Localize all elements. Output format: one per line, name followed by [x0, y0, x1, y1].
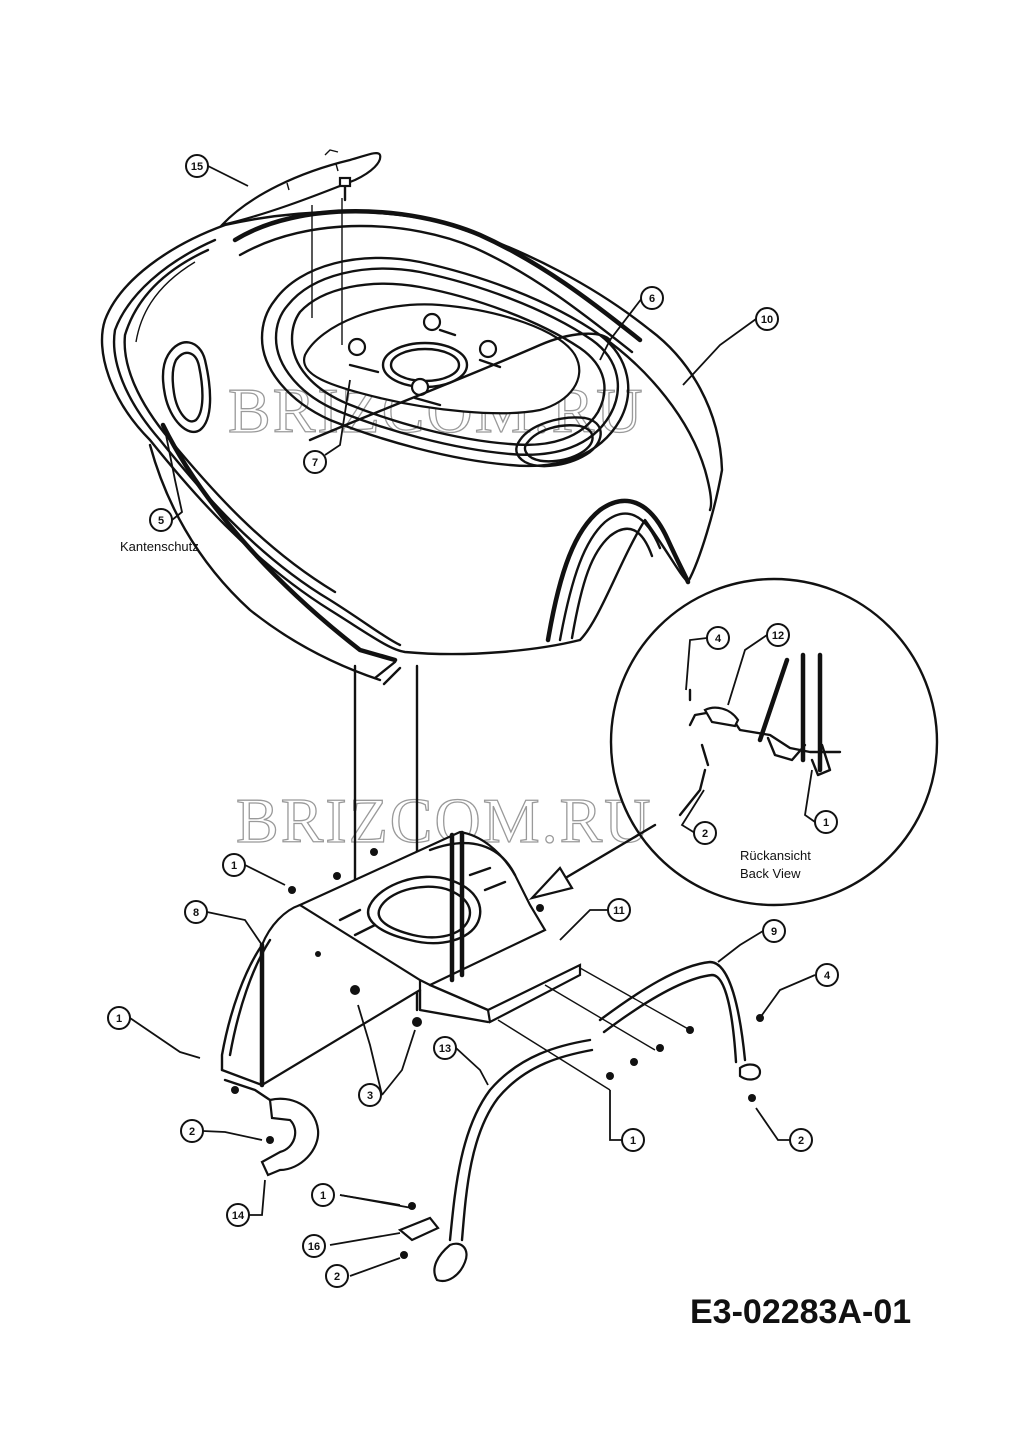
handle-rear-left	[223, 1078, 320, 1177]
svg-text:2: 2	[189, 1126, 195, 1138]
svg-text:4: 4	[715, 633, 722, 645]
callout-1-bottom-right: 1	[621, 1128, 645, 1152]
handle-front-rail	[397, 1038, 594, 1283]
callout-5: 5	[149, 508, 173, 532]
rear-view-label-en: Back View	[740, 866, 801, 881]
svg-text:8: 8	[193, 907, 199, 919]
callout-1-frame-top: 1	[222, 853, 246, 877]
svg-text:5: 5	[158, 515, 164, 527]
callout-2-detail: 2	[693, 821, 717, 845]
svg-text:7: 7	[312, 457, 318, 469]
callout-4-right: 4	[815, 963, 839, 987]
callout-15-top: 15	[185, 154, 209, 178]
callout-4-detail: 4	[706, 626, 730, 650]
svg-text:13: 13	[439, 1043, 451, 1055]
svg-text:9: 9	[771, 926, 777, 938]
callout-16: 16	[302, 1234, 326, 1258]
callout-14: 14	[226, 1203, 250, 1227]
callout-8: 8	[184, 900, 208, 924]
diagram-code: E3-02283A-01	[690, 1293, 911, 1331]
svg-text:1: 1	[630, 1135, 636, 1147]
svg-text:15: 15	[191, 161, 203, 173]
svg-text:1: 1	[116, 1013, 122, 1025]
callout-leaders	[129, 165, 816, 1277]
callout-2-right: 2	[789, 1128, 813, 1152]
rear-view-label-de: Rückansicht	[740, 848, 811, 863]
callout-1-left: 1	[107, 1006, 131, 1030]
callout-1-bottom: 1	[311, 1183, 335, 1207]
callout-13: 13	[433, 1036, 457, 1060]
svg-text:1: 1	[823, 817, 829, 829]
svg-text:1: 1	[231, 860, 237, 872]
callout-3: 3	[358, 1083, 382, 1107]
frame-bolts	[288, 848, 544, 1027]
svg-text:12: 12	[772, 630, 784, 642]
callout-11: 11	[607, 898, 631, 922]
rear-view-detail: Rückansicht Back View	[528, 577, 939, 907]
callout-2-left: 2	[180, 1119, 204, 1143]
hood-assembly	[100, 149, 724, 686]
seat-knob-fasteners	[347, 312, 502, 407]
callout-10-top: 10	[755, 307, 779, 331]
callout-1-detail: 1	[814, 810, 838, 834]
callout-6: 6	[640, 286, 664, 310]
callout-7: 7	[303, 450, 327, 474]
callout-2-bottom: 2	[325, 1264, 349, 1288]
svg-text:3: 3	[367, 1090, 373, 1102]
svg-text:6: 6	[649, 293, 655, 305]
edge-protector-label: Kantenschutz	[120, 539, 199, 554]
svg-text:2: 2	[702, 828, 708, 840]
svg-text:16: 16	[308, 1241, 320, 1253]
svg-text:2: 2	[798, 1135, 804, 1147]
svg-text:14: 14	[232, 1210, 245, 1222]
svg-text:4: 4	[824, 970, 831, 982]
handle-right	[598, 960, 764, 1102]
svg-text:11: 11	[613, 905, 625, 917]
svg-text:10: 10	[761, 314, 773, 326]
svg-text:2: 2	[334, 1271, 340, 1283]
svg-text:1: 1	[320, 1190, 326, 1202]
seat-frame	[220, 830, 694, 1091]
callout-12-detail: 12	[766, 623, 790, 647]
callout-9: 9	[762, 919, 786, 943]
